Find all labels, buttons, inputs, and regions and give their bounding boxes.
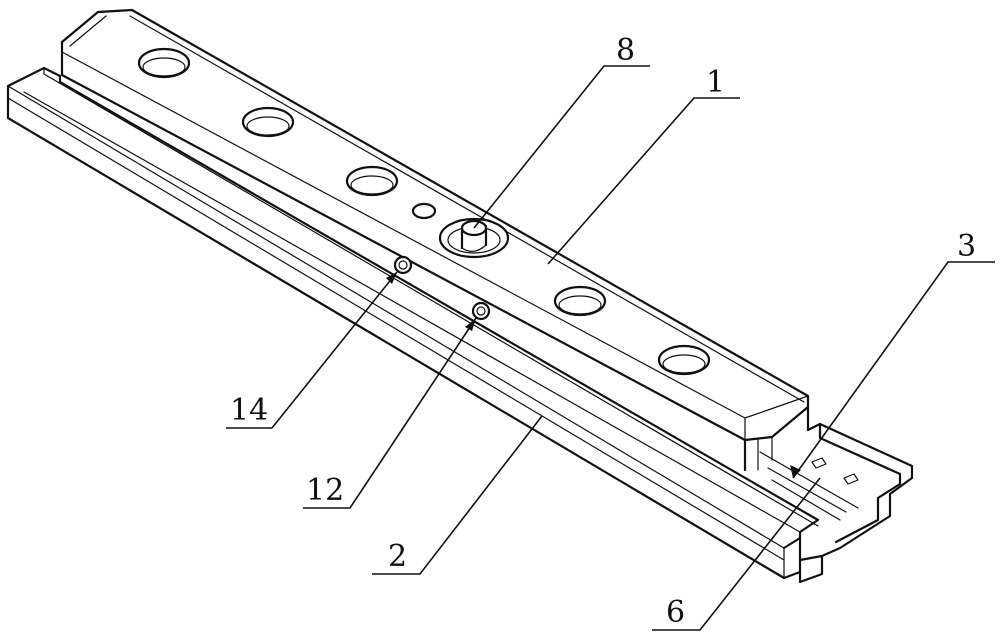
screw-part-14 (393, 255, 413, 275)
callout-8: 8 (616, 33, 635, 68)
callout-3: 3 (957, 229, 976, 264)
pin-part-8 (438, 217, 510, 259)
callout-12: 12 (306, 473, 344, 508)
callout-6: 6 (666, 595, 685, 630)
leader-lines (226, 65, 995, 631)
inner-channel-part-3 (759, 422, 914, 584)
lower-rail-part-2 (6, 66, 820, 580)
callout-1: 1 (706, 65, 725, 100)
callout-2: 2 (388, 539, 407, 574)
callout-14: 14 (230, 393, 268, 428)
screw-part-12 (471, 301, 491, 321)
upper-rail-part-1 (60, 8, 810, 472)
mounting-holes (137, 47, 711, 376)
